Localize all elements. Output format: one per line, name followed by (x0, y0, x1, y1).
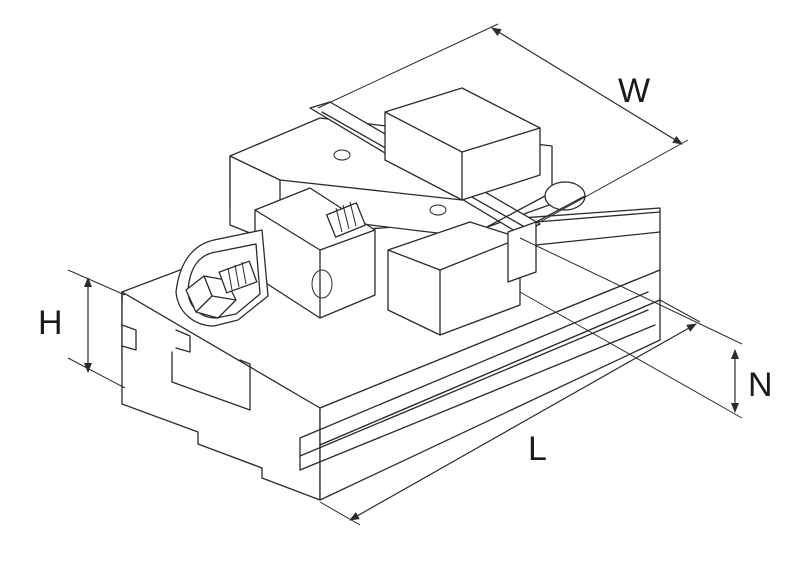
dimension-h: H (38, 269, 126, 389)
bolt-hole-icon (429, 204, 447, 216)
dimension-label-n: N (748, 366, 773, 404)
dimension-l: L (319, 299, 701, 526)
dimension-w: W (317, 23, 689, 223)
dimension-label-h: H (38, 304, 63, 342)
dimension-n: N (519, 237, 773, 419)
bolt-hole-icon (333, 149, 351, 161)
screw-hole-icon (311, 269, 333, 299)
dimension-label-l: L (528, 430, 547, 468)
moving-jaw (254, 187, 376, 319)
threaded-stud-icon (326, 201, 366, 238)
dimension-label-w: W (618, 72, 650, 110)
spindle-icon (544, 181, 586, 211)
front-jaw-block (387, 211, 661, 336)
threaded-bolt-icon (218, 260, 258, 294)
clamp-bracket (175, 229, 269, 327)
